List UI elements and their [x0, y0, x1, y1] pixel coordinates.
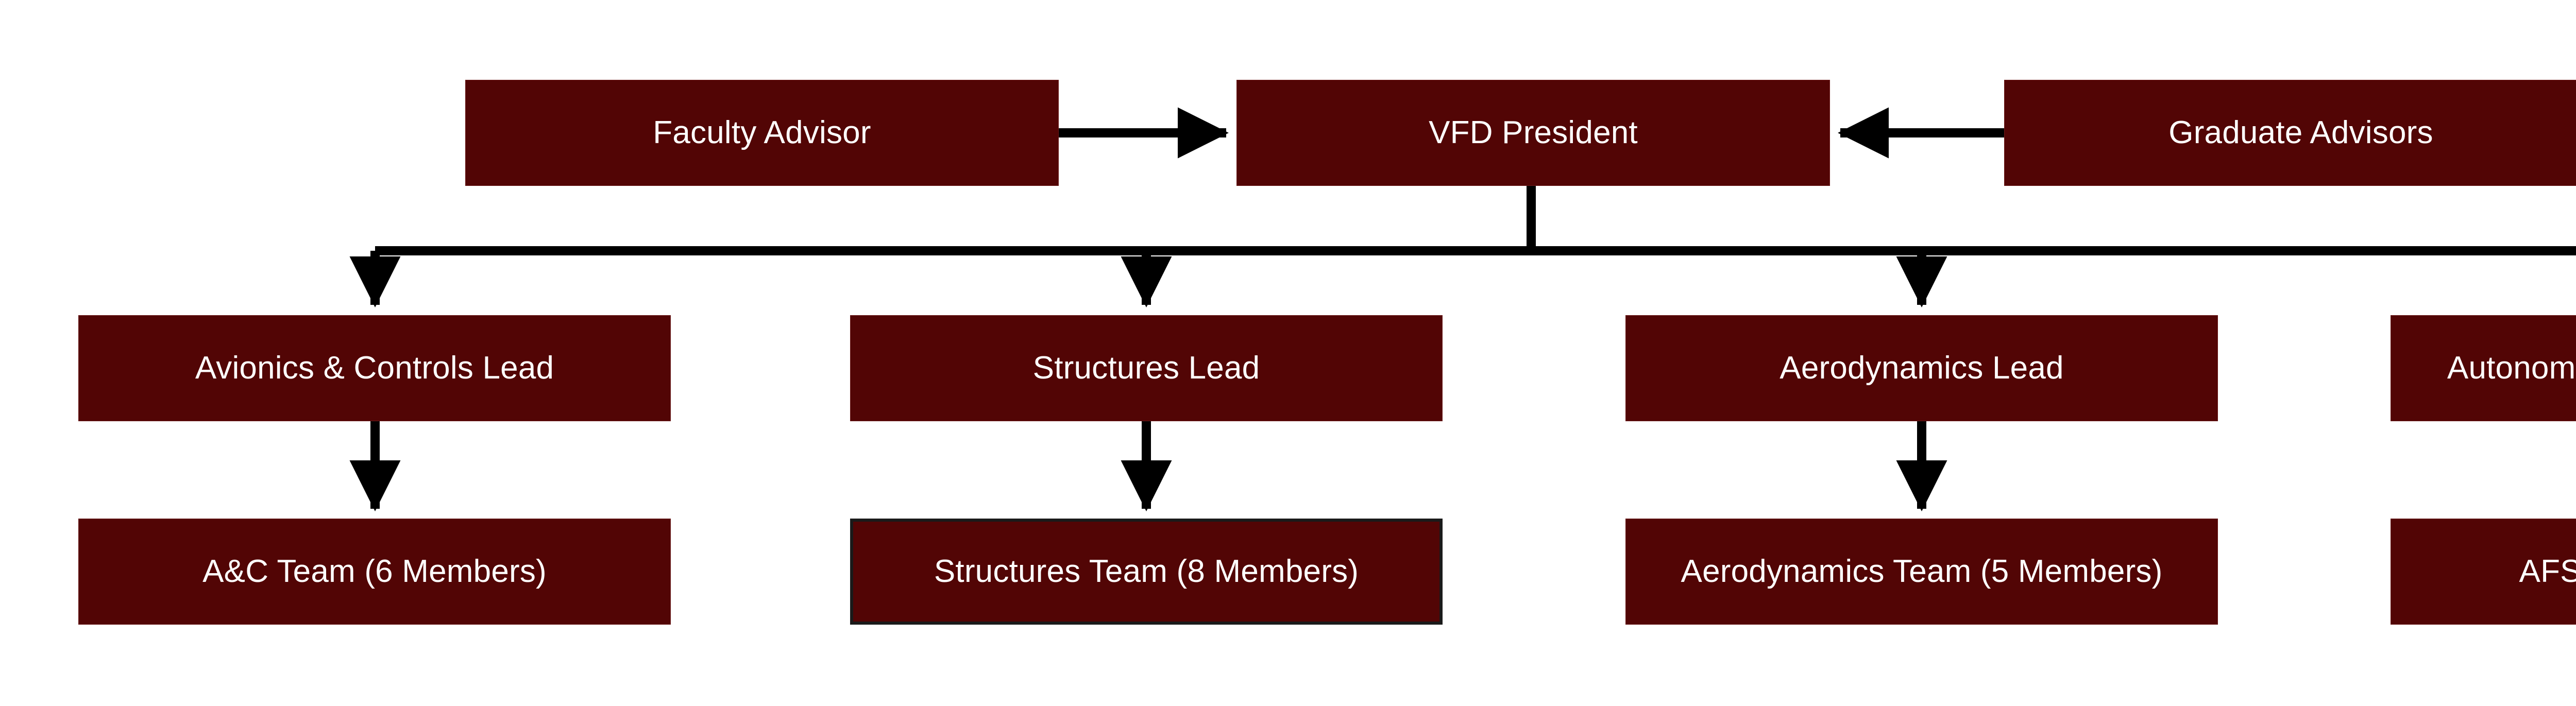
node-structures-lead[interactable]: Structures Lead: [850, 315, 1443, 421]
node-structures-team[interactable]: Structures Team (8 Members): [850, 519, 1443, 625]
node-afs-team[interactable]: AFS Team (5 Members): [2391, 519, 2576, 625]
node-ac-team-label: A&C Team (6 Members): [202, 553, 547, 589]
node-structures-lead-label: Structures Lead: [1032, 350, 1260, 386]
node-structures-team-label: Structures Team (8 Members): [934, 553, 1359, 589]
node-faculty-advisor-label: Faculty Advisor: [653, 114, 871, 150]
node-avionics-controls-lead-label: Avionics & Controls Lead: [195, 350, 554, 386]
node-afs-lead-label: Autonomous Flight Software Lead: [2447, 350, 2576, 386]
node-vfd-president[interactable]: VFD President: [1236, 80, 1830, 186]
node-aerodynamics-lead[interactable]: Aerodynamics Lead: [1625, 315, 2218, 421]
node-ac-team[interactable]: A&C Team (6 Members): [78, 519, 671, 625]
node-afs-team-label: AFS Team (5 Members): [2519, 553, 2576, 589]
node-graduate-advisors-label: Graduate Advisors: [2168, 114, 2433, 150]
node-aerodynamics-team[interactable]: Aerodynamics Team (5 Members): [1625, 519, 2218, 625]
node-avionics-controls-lead[interactable]: Avionics & Controls Lead: [78, 315, 671, 421]
president-distribution-bus: [375, 185, 2576, 255]
node-faculty-advisor[interactable]: Faculty Advisor: [465, 80, 1059, 186]
node-vfd-president-label: VFD President: [1429, 114, 1638, 150]
node-aerodynamics-lead-label: Aerodynamics Lead: [1780, 350, 2064, 386]
node-aerodynamics-team-label: Aerodynamics Team (5 Members): [1681, 553, 2163, 589]
node-graduate-advisors[interactable]: Graduate Advisors: [2004, 80, 2576, 186]
node-afs-lead[interactable]: Autonomous Flight Software Lead: [2391, 315, 2576, 421]
